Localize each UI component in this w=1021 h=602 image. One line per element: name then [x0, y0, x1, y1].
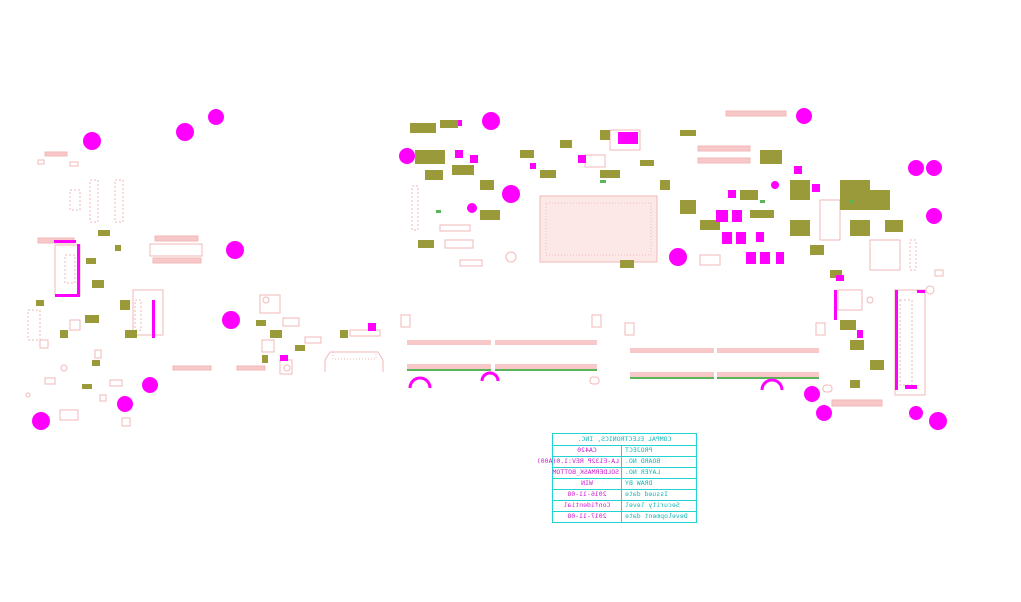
row-value-layer-no: SOLDERMASK_BOTTOM [552, 468, 619, 476]
main-board-outline [411, 110, 944, 407]
row-value-project: CA420 [577, 446, 597, 454]
row-label-layer-no: LAYER NO. [625, 468, 661, 476]
row-value-development-date: 2017-11-08 [567, 512, 607, 520]
left-board [25, 151, 266, 427]
row-label-issued-date: Issued date [625, 490, 669, 498]
main-board-magenta-pads [455, 120, 925, 390]
left-board-magenta-traces [54, 240, 155, 338]
row-label-project: PROJECT [625, 446, 653, 454]
main-board-green [436, 180, 854, 213]
row-label-board-no: BOARD NO. [625, 457, 661, 465]
row-value-security-level: Confidential [563, 501, 611, 509]
row-label-security-level: Security level [625, 501, 680, 509]
middle-left-magenta [280, 323, 376, 361]
left-board-copper [36, 230, 137, 389]
row-label-development-date: Development date [625, 512, 688, 520]
title-block: COMPAL ELECTRONICS, INC. PROJECT CA420 B… [536, 433, 697, 523]
row-value-draw-by: WIN [581, 479, 593, 487]
middle-left-area [259, 294, 384, 375]
middle-left-copper [256, 320, 348, 363]
connector-rows [400, 314, 833, 393]
main-board-copper [410, 120, 903, 388]
row-value-board-no: LA-E132P REV:1.0(A00) [536, 457, 619, 465]
mounting-holes [32, 108, 947, 430]
row-label-draw-by: DRAW BY [625, 479, 653, 487]
row-value-issued-date: 2016-11-08 [567, 490, 607, 498]
title-block-company: COMPAL ELECTRONICS, INC. [577, 435, 672, 443]
